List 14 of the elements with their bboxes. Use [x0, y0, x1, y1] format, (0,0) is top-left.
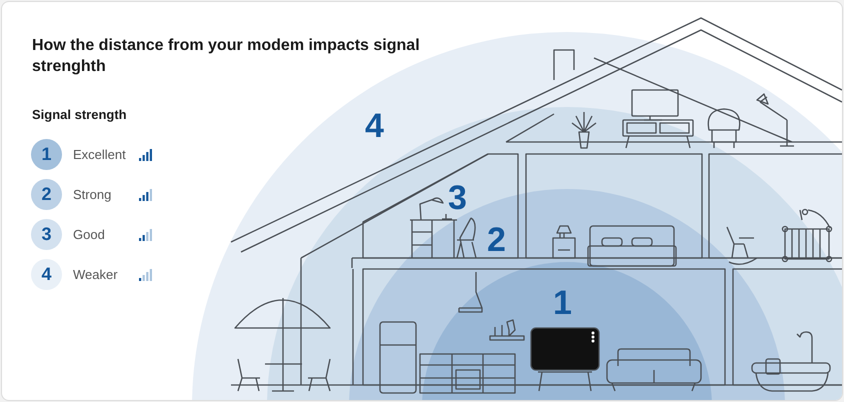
zone-number: 1 — [553, 285, 572, 322]
legend-number: 4 — [40, 264, 52, 285]
zone-number: 4 — [365, 108, 384, 146]
zone-number: 2 — [487, 222, 506, 260]
legend-number: 2 — [40, 184, 52, 205]
legend-heading: Signal strength — [32, 108, 127, 122]
legend-number: 3 — [40, 224, 52, 245]
legend-text: Weaker — [73, 267, 118, 282]
legend-text: Excellent — [73, 147, 126, 162]
zone-number: 3 — [448, 180, 467, 218]
diagram-title: How the distance from your modem impacts signal strenghth — [32, 36, 421, 77]
legend-number: 1 — [40, 144, 52, 165]
legend-text: Strong — [73, 187, 112, 202]
legend-text: Good — [73, 227, 105, 242]
